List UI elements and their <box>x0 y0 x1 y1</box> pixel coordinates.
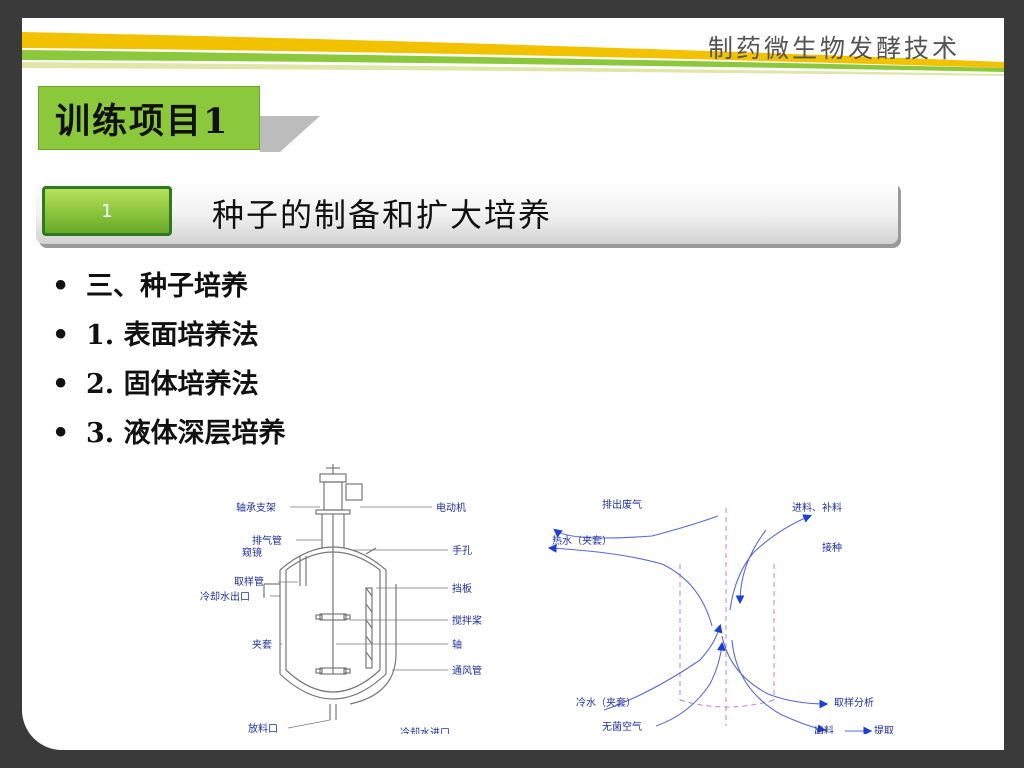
label-discharge-port: 放料口 <box>248 722 278 734</box>
label-sterile-air: 无菌空气 <box>602 720 642 733</box>
label-extraction: 提取 <box>874 725 894 734</box>
header-swoosh <box>22 32 1004 76</box>
label-discharge: 出料 <box>814 724 834 734</box>
bullet-text: 三、种子培养 <box>86 271 248 302</box>
label-exhaust-pipe: 排气管 <box>252 534 282 547</box>
section-bar: 1 种子的制备和扩大培养 <box>36 180 898 244</box>
label-aeration-pipe: 通风管 <box>452 664 482 677</box>
label-impeller: 搅拌桨 <box>452 614 482 627</box>
label-bearing-support: 轴承支架 <box>236 501 276 514</box>
project-label: 训练项目1 <box>38 86 260 150</box>
label-feed-supplement: 进料、补料 <box>792 501 842 514</box>
bullet-text: 3. 液体深层培养 <box>86 418 286 449</box>
bullet-text: 2. 固体培养法 <box>86 369 259 400</box>
bullet-marker: • <box>52 320 70 351</box>
label-cooling-water-inlet: 冷却水进口 <box>400 726 450 734</box>
bullet-text: 1. 表面培养法 <box>86 320 259 351</box>
fermenter-diagram: 轴承支架 电动机 排气管 窥镜 手孔 取样管 冷却水出口 挡板 搅拌桨 夹套 轴… <box>200 464 894 734</box>
label-shaft: 轴 <box>452 638 462 651</box>
course-title: 制药微生物发酵技术 <box>707 34 960 63</box>
bullet-item: • 2. 固体培养法 <box>52 362 286 411</box>
label-hot-water: 热水（夹套） <box>552 534 612 547</box>
label-motor: 电动机 <box>436 501 466 514</box>
bullet-item: • 三、种子培养 <box>52 264 286 313</box>
section-number: 1 <box>42 186 172 236</box>
label-sampling-pipe: 取样管 <box>234 575 264 588</box>
label-jacket: 夹套 <box>252 638 272 651</box>
bullet-item: • 3. 液体深层培养 <box>52 411 286 460</box>
bullet-marker: • <box>52 271 70 302</box>
label-sight-glass: 窥镜 <box>242 546 262 559</box>
project-label-tail <box>260 116 320 152</box>
bullet-list: • 三、种子培养 • 1. 表面培养法 • 2. 固体培养法 • 3. 液体深层培养 <box>52 264 286 460</box>
flow-schematic: 排出废气 进料、补料 热水（夹套） 接种 冷水（夹套） 取样分析 无菌空气 出料… <box>547 498 894 734</box>
label-hand-hole: 手孔 <box>452 544 472 557</box>
bullet-marker: • <box>52 418 70 449</box>
slide: 制药微生物发酵技术 训练项目1 1 种子的制备和扩大培养 • 三、种子培养 • 1.… <box>22 18 1004 750</box>
section-title: 种子的制备和扩大培养 <box>212 196 553 234</box>
label-exhaust-gas: 排出废气 <box>602 498 642 511</box>
label-sampling-analysis: 取样分析 <box>834 696 874 709</box>
label-baffle: 挡板 <box>452 582 472 595</box>
bullet-item: • 1. 表面培养法 <box>52 313 286 362</box>
bullet-marker: • <box>52 369 70 400</box>
label-inoculation: 接种 <box>822 541 842 554</box>
label-cold-water: 冷水（夹套） <box>576 696 636 709</box>
label-cooling-water-outlet: 冷却水出口 <box>200 590 250 603</box>
fermenter-vessel <box>263 464 397 720</box>
